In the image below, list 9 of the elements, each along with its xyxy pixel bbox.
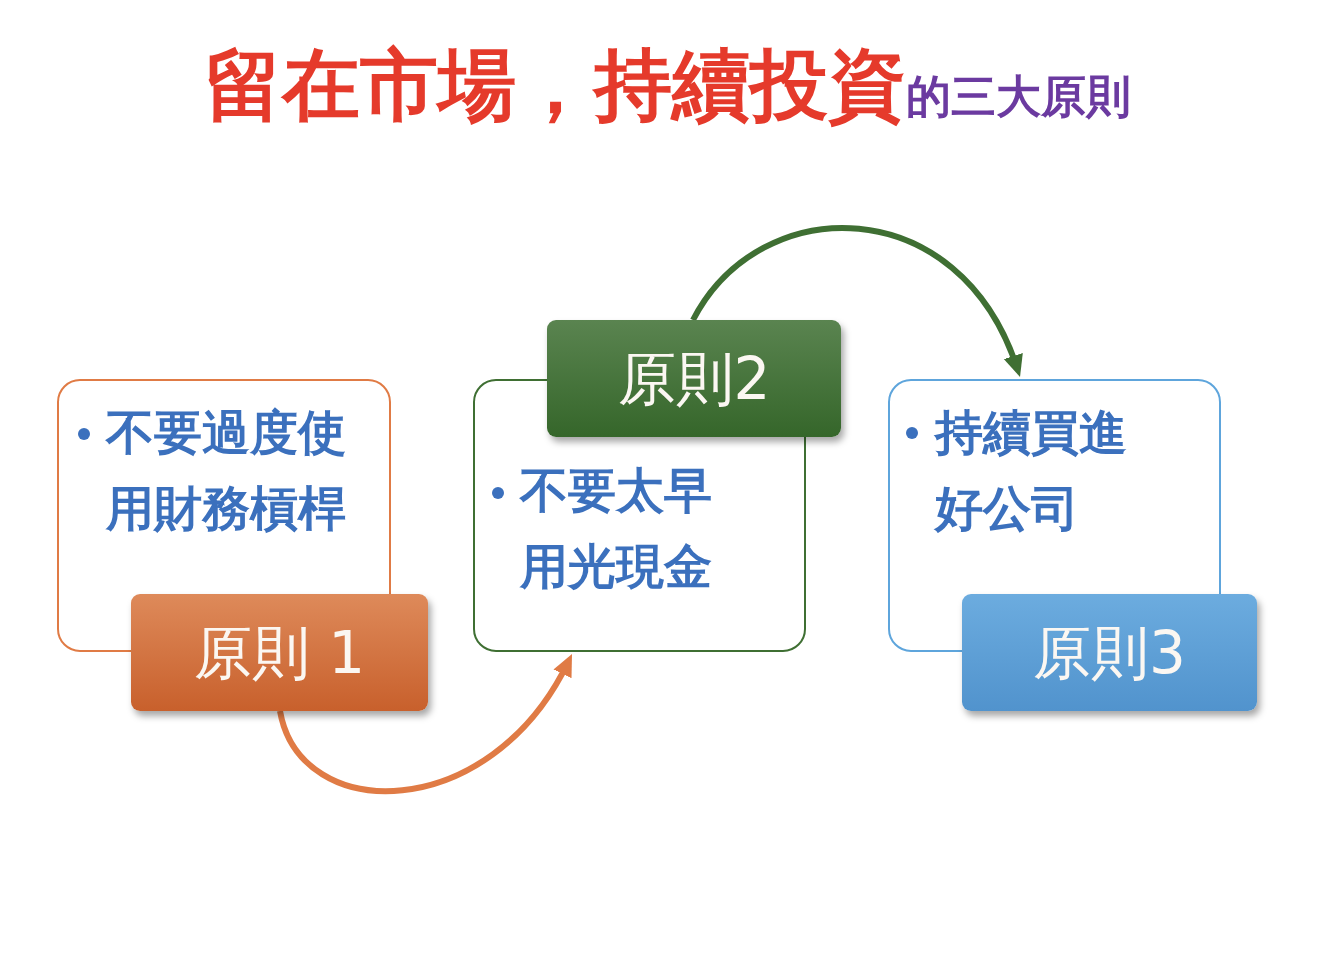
title: 留在市場，持續投資的三大原則 <box>203 39 1132 132</box>
label-tab: 原則 1 <box>131 594 428 711</box>
curved-arrow <box>690 225 1022 377</box>
label-tab: 原則2 <box>547 320 841 437</box>
label-tab: 原則3 <box>962 594 1257 711</box>
curved-arrow <box>277 654 573 794</box>
bullet-text: 不要太早用光現金 <box>520 461 713 596</box>
bullet-text: 不要過度使用財務槓桿 <box>106 403 347 538</box>
bullet-text: 持續買進好公司 <box>935 403 1128 538</box>
